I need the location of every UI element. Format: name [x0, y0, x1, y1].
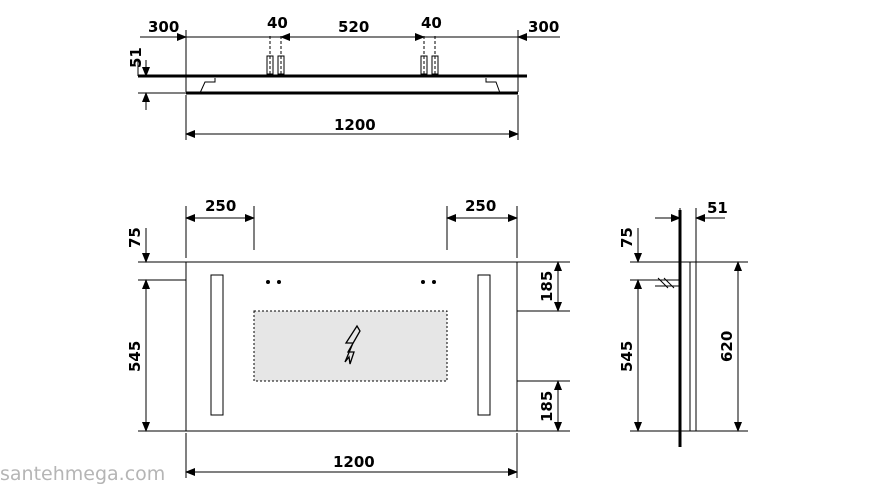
front-view-dim-left-250: 250 [205, 197, 236, 215]
side-view-dim-height-620: 620 [718, 331, 736, 362]
top-view-dim-left-40: 40 [267, 14, 288, 32]
lightning-bolt-icon [344, 324, 361, 365]
top-view-dim-depth-51: 51 [127, 47, 145, 68]
front-view-dim-top-75: 75 [126, 227, 144, 248]
front-view-mount-dot-1 [266, 280, 270, 284]
front-view-dim-top-185: 185 [538, 271, 556, 302]
front-view-mirror-outline [185, 261, 518, 432]
front-view-mount-dot-2 [277, 280, 281, 284]
front-view-right-light-strip [477, 274, 491, 416]
front-view-mount-dot-3 [421, 280, 425, 284]
top-view-right-bracket [485, 78, 501, 94]
front-view-dim-height-545: 545 [126, 341, 144, 372]
top-view-dim-right-300: 300 [528, 18, 559, 36]
top-view-wall-plug-2 [277, 36, 285, 76]
front-view-dim-width-1200: 1200 [333, 453, 375, 471]
top-view-dim-middle-520: 520 [338, 18, 369, 36]
watermark: santehmega.com [0, 463, 165, 485]
front-view: 250 250 75 545 185 185 1200 [126, 197, 570, 478]
side-view-mirror-body [679, 261, 697, 432]
top-view-wall-plug-1 [266, 36, 274, 76]
front-view-dim-right-250: 250 [465, 197, 496, 215]
side-view-dim-height-545: 545 [618, 341, 636, 372]
side-view-dim-top-75: 75 [618, 227, 636, 248]
side-view-wall-anchor [655, 277, 680, 289]
side-view-dim-depth-51: 51 [707, 199, 728, 217]
top-view-wall-plug-3 [420, 36, 428, 76]
front-view-socket-area [253, 310, 448, 382]
front-view-dim-bottom-185: 185 [538, 391, 556, 422]
top-view: 300 40 520 40 300 51 1200 [127, 14, 560, 140]
top-view-left-bracket [199, 78, 216, 94]
front-view-left-light-strip [210, 274, 224, 416]
top-view-dim-width-1200: 1200 [334, 116, 376, 134]
top-view-dim-left-300: 300 [148, 18, 179, 36]
front-view-mount-dot-4 [432, 280, 436, 284]
top-view-wall-plug-4 [431, 36, 439, 76]
side-view: 51 75 545 620 [618, 199, 748, 447]
top-view-dim-right-40: 40 [421, 14, 442, 32]
